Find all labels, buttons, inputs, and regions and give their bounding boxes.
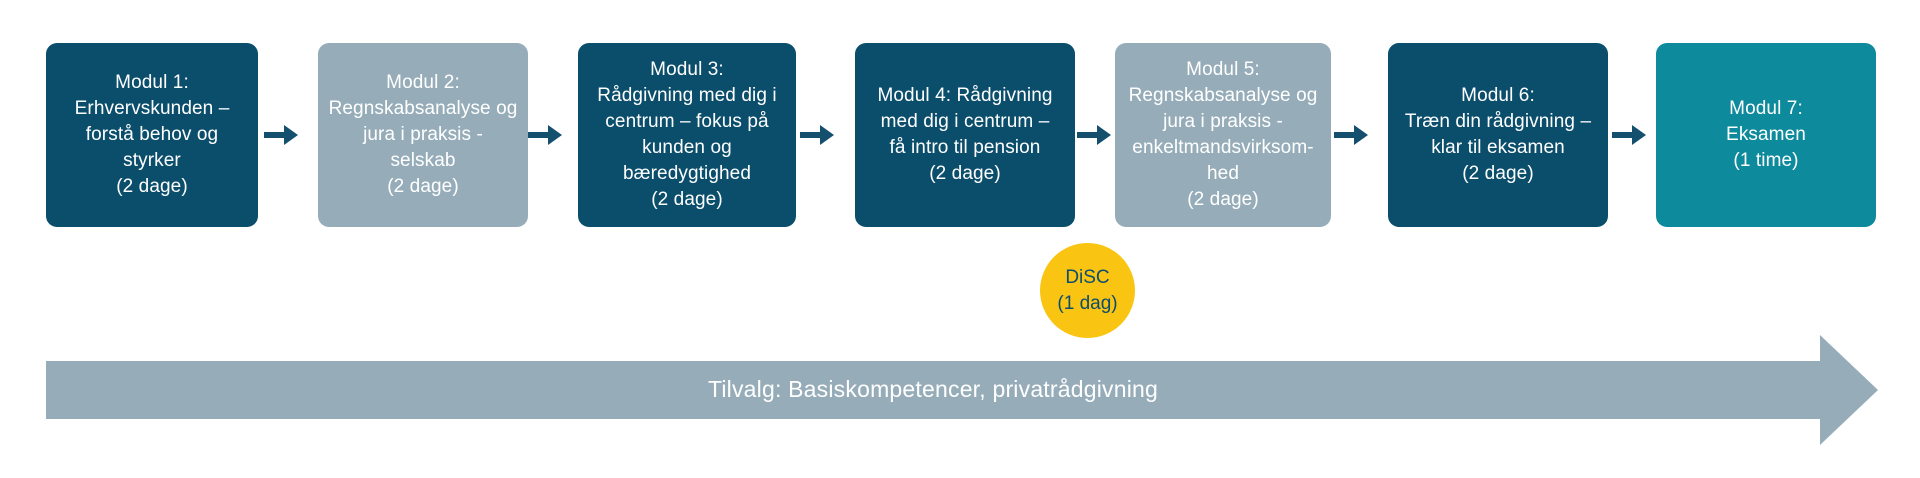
module-label: Modul 5: Regnskabsanalyse og jura i prak… — [1128, 59, 1318, 210]
flow-arrow-icon-6 — [1612, 118, 1648, 152]
module-box-5[interactable]: Modul 5: Regnskabsanalyse og jura i prak… — [1115, 43, 1331, 227]
module-label: Modul 4: Rådgivning med dig i centrum – … — [877, 85, 1053, 184]
module-box-2[interactable]: Modul 2: Regnskabsanalyse og jura i prak… — [318, 43, 528, 227]
flow-arrow-icon-3 — [800, 118, 836, 152]
flow-arrow-icon-4 — [1077, 118, 1113, 152]
module-box-4[interactable]: Modul 4: Rådgivning med dig i centrum – … — [855, 43, 1075, 227]
banner-arrow-shape — [46, 335, 1878, 445]
module-label: Modul 1: Erhvervskunden – forstå behov o… — [74, 72, 230, 197]
module-label: Modul 3: Rådgivning med dig i centrum – … — [597, 59, 777, 210]
module-box-1[interactable]: Modul 1: Erhvervskunden – forstå behov o… — [46, 43, 258, 227]
module-label: Modul 2: Regnskabsanalyse og jura i prak… — [328, 72, 518, 197]
flow-arrow-icon-1 — [264, 118, 300, 152]
module-label: Modul 6: Træn din rådgivning – klar til … — [1404, 85, 1592, 184]
flow-arrow-icon-2 — [528, 118, 564, 152]
disc-circle-node[interactable]: DiSC (1 dag) — [1040, 243, 1135, 338]
flow-arrow-icon-5 — [1334, 118, 1370, 152]
module-box-6[interactable]: Modul 6: Træn din rådgivning – klar til … — [1388, 43, 1608, 227]
module-box-7[interactable]: Modul 7: Eksamen (1 time) — [1656, 43, 1876, 227]
module-label: Modul 7: Eksamen (1 time) — [1726, 98, 1806, 171]
disc-label: DiSC (1 dag) — [1057, 266, 1118, 314]
module-box-3[interactable]: Modul 3: Rådgivning med dig i centrum – … — [578, 43, 796, 227]
tilvalg-banner-arrow — [46, 335, 1878, 445]
